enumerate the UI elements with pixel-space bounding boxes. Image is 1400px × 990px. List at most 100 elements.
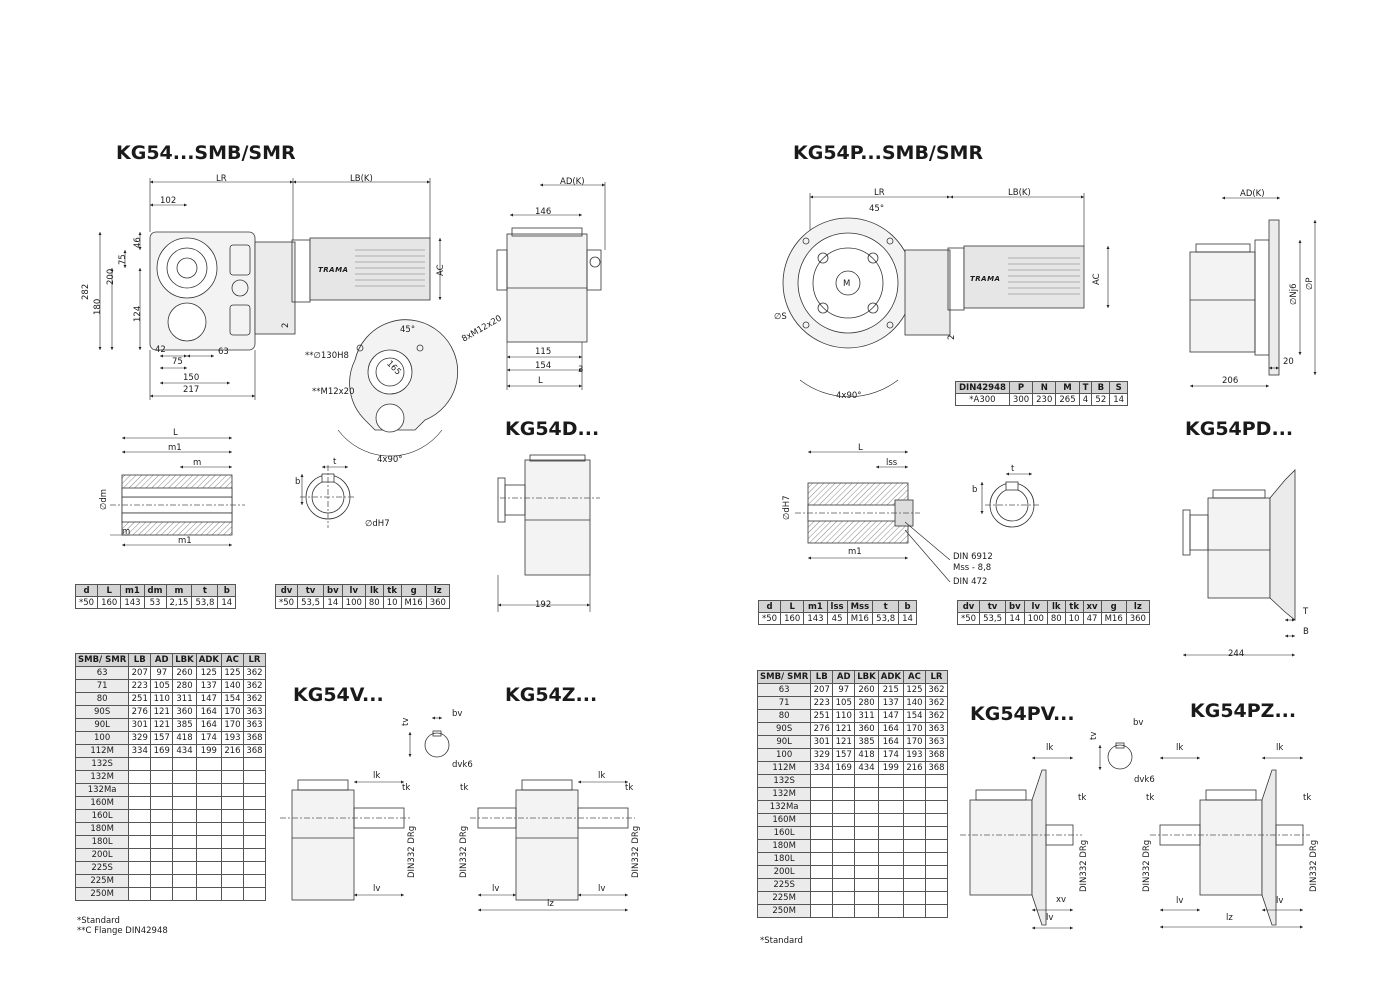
v-tv: tv — [401, 717, 411, 726]
dim-20: 20 — [1283, 357, 1294, 367]
table-cell — [902, 774, 926, 788]
pv-bv: bv — [1133, 718, 1144, 728]
th-d: d — [74, 584, 99, 597]
table-cell — [924, 865, 948, 879]
table-cell: 223 — [128, 679, 152, 693]
th-lb: LB — [810, 670, 834, 684]
motor-size-cell: 90S — [74, 705, 130, 719]
table-cell — [902, 878, 926, 892]
table-cell — [150, 887, 174, 901]
motor-size-cell: 180L — [74, 835, 130, 849]
v-lv: lv — [373, 884, 381, 894]
dim-150: 150 — [183, 373, 200, 383]
table-cell — [877, 826, 904, 840]
table-cell — [854, 774, 879, 788]
motor-size-cell: 71 — [756, 696, 812, 710]
left-hollow-shaft-section — [110, 436, 356, 547]
table-cell — [128, 848, 152, 862]
th-xv: xv — [1082, 600, 1102, 613]
dim-l-side: L — [538, 376, 543, 386]
th-adk: ADK — [195, 653, 222, 667]
table-cell: 143 — [120, 596, 145, 609]
table-cell — [220, 783, 244, 797]
table-cell: 14 — [898, 612, 917, 625]
dim-nj6: ∅Nj6 — [1289, 283, 1299, 305]
table-cell: 301 — [810, 735, 834, 749]
table-cell — [220, 770, 244, 784]
key-b-left: b — [295, 477, 301, 487]
table-cell: 260 — [854, 683, 879, 697]
table-cell — [128, 783, 152, 797]
rkey-b: b — [972, 485, 978, 495]
table-cell — [810, 878, 834, 892]
th-lr: LR — [924, 670, 948, 684]
table-cell: 160 — [780, 612, 805, 625]
table-cell — [195, 861, 222, 875]
table-cell — [242, 809, 266, 823]
pz-din332-right: DIN332 DRg — [1309, 839, 1319, 892]
th-m1: m1 — [120, 584, 145, 597]
table-cell: 230 — [1032, 393, 1057, 406]
table-row: 180M — [756, 839, 948, 853]
table-cell — [810, 787, 834, 801]
table-cell — [810, 800, 834, 814]
table-cell — [854, 813, 879, 827]
table-cell — [220, 822, 244, 836]
th-ad: AD — [150, 653, 174, 667]
table-cell: *50 — [757, 612, 782, 625]
motor-size-cell: 225S — [74, 861, 130, 875]
table-row: 160M — [756, 813, 948, 827]
table-cell — [128, 796, 152, 810]
table-cell: 280 — [172, 679, 197, 693]
v-lk: lk — [373, 771, 381, 781]
z-tk-left: tk — [460, 783, 469, 793]
right-kg54pv-view — [960, 742, 1133, 930]
table-cell — [172, 822, 197, 836]
table-cell: 207 — [128, 666, 152, 680]
motor-size-cell: 180L — [756, 852, 812, 866]
table-row: 225S — [756, 878, 948, 892]
th-t: t — [191, 584, 219, 597]
table-cell: 105 — [150, 679, 174, 693]
table-cell: 125 — [195, 666, 222, 680]
motor-size-cell: 71 — [74, 679, 130, 693]
left-z-title: KG54Z... — [505, 684, 598, 706]
table-cell — [172, 796, 197, 810]
table-cell — [902, 813, 926, 827]
table-row: 200L — [756, 865, 948, 879]
dim-m-right: M — [843, 279, 851, 289]
table-cell: 363 — [924, 722, 948, 736]
table-cell: 170 — [220, 705, 244, 719]
table-cell — [832, 787, 856, 801]
table-cell — [854, 891, 879, 905]
table-cell — [242, 848, 266, 862]
table-cell: 53,8 — [872, 612, 900, 625]
right-main-title: KG54P...SMB/SMR — [793, 142, 984, 164]
th-lz: lz — [1125, 600, 1150, 613]
dim-45-right: 45° — [869, 204, 885, 214]
pv-din332: DIN332 DRg — [1079, 839, 1089, 892]
motor-brand-logo-left: TRAMA — [318, 266, 349, 274]
table-cell: 223 — [810, 696, 834, 710]
dim-206: 206 — [1222, 376, 1239, 386]
table-cell: 434 — [854, 761, 879, 775]
table-cell: 170 — [220, 718, 244, 732]
table-row: 225M — [756, 891, 948, 905]
left-gearbox-front-view — [149, 231, 431, 351]
rshaft-m1: m1 — [848, 547, 862, 557]
table-cell: M16 — [400, 596, 427, 609]
motor-size-cell: 132M — [756, 787, 812, 801]
table-cell — [854, 800, 879, 814]
dim-p: ∅P — [1305, 277, 1315, 290]
table-cell: *50 — [274, 596, 299, 609]
th-d: d — [757, 600, 782, 613]
motor-size-cell: 225M — [756, 891, 812, 905]
table-cell — [220, 874, 244, 888]
left-kg54d-view — [497, 454, 600, 612]
